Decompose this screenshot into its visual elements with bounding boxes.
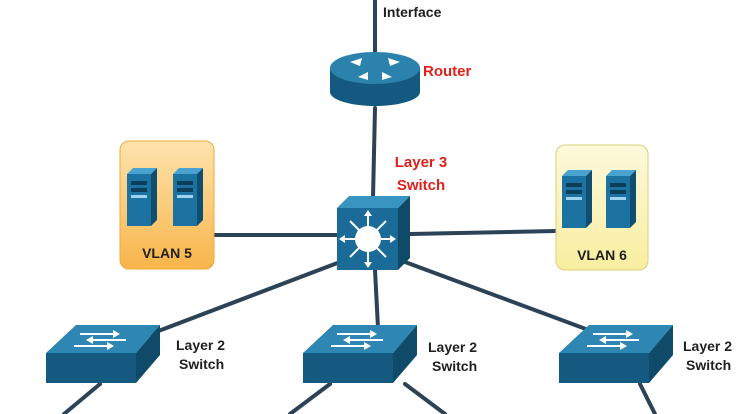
layer2-switch-icon xyxy=(302,324,418,384)
link-l3switch-l2switch-center xyxy=(373,268,380,330)
server-icon xyxy=(606,170,636,228)
network-links xyxy=(62,0,657,414)
link-l3switch-vlan6 xyxy=(408,229,558,236)
link-l3switch-l2switch-right xyxy=(403,260,604,337)
link-l2-center-down-right xyxy=(403,382,447,414)
server-icon xyxy=(127,168,157,226)
link-l2-left-down xyxy=(62,382,102,414)
link-l2-center-down-left xyxy=(288,382,332,414)
server-icon xyxy=(173,168,203,226)
link-l2-right-down xyxy=(638,382,657,414)
vlan5-group: VLAN 5 xyxy=(119,140,215,270)
layer2-switch-right-label-line1: Layer 2 xyxy=(683,338,732,354)
layer2-switch-left-label-line2: Switch xyxy=(179,356,224,372)
server-icon xyxy=(562,170,592,228)
layer2-switch-right-label-line2: Switch xyxy=(686,357,731,373)
layer2-switch-left-label-line1: Layer 2 xyxy=(176,337,225,353)
router-label: Router xyxy=(423,63,471,80)
layer2-switch-icon xyxy=(558,324,674,384)
layer3-switch-label-line2: Switch xyxy=(397,177,445,194)
vlan6-label: VLAN 6 xyxy=(577,247,627,263)
interface-label: Interface xyxy=(383,4,442,20)
layer2-switch-center-label-line1: Layer 2 xyxy=(428,339,477,355)
router-icon xyxy=(330,52,420,106)
layer2-switch-icon xyxy=(45,324,161,384)
vlan6-group: VLAN 6 xyxy=(555,144,649,271)
vlan5-label: VLAN 5 xyxy=(142,245,192,261)
link-router-l3switch xyxy=(371,106,377,200)
layer3-switch-label-line1: Layer 3 xyxy=(395,154,448,171)
layer2-switch-center-label-line2: Switch xyxy=(432,358,477,374)
layer3-switch-icon xyxy=(337,196,410,270)
link-l3switch-l2switch-left xyxy=(138,260,342,340)
